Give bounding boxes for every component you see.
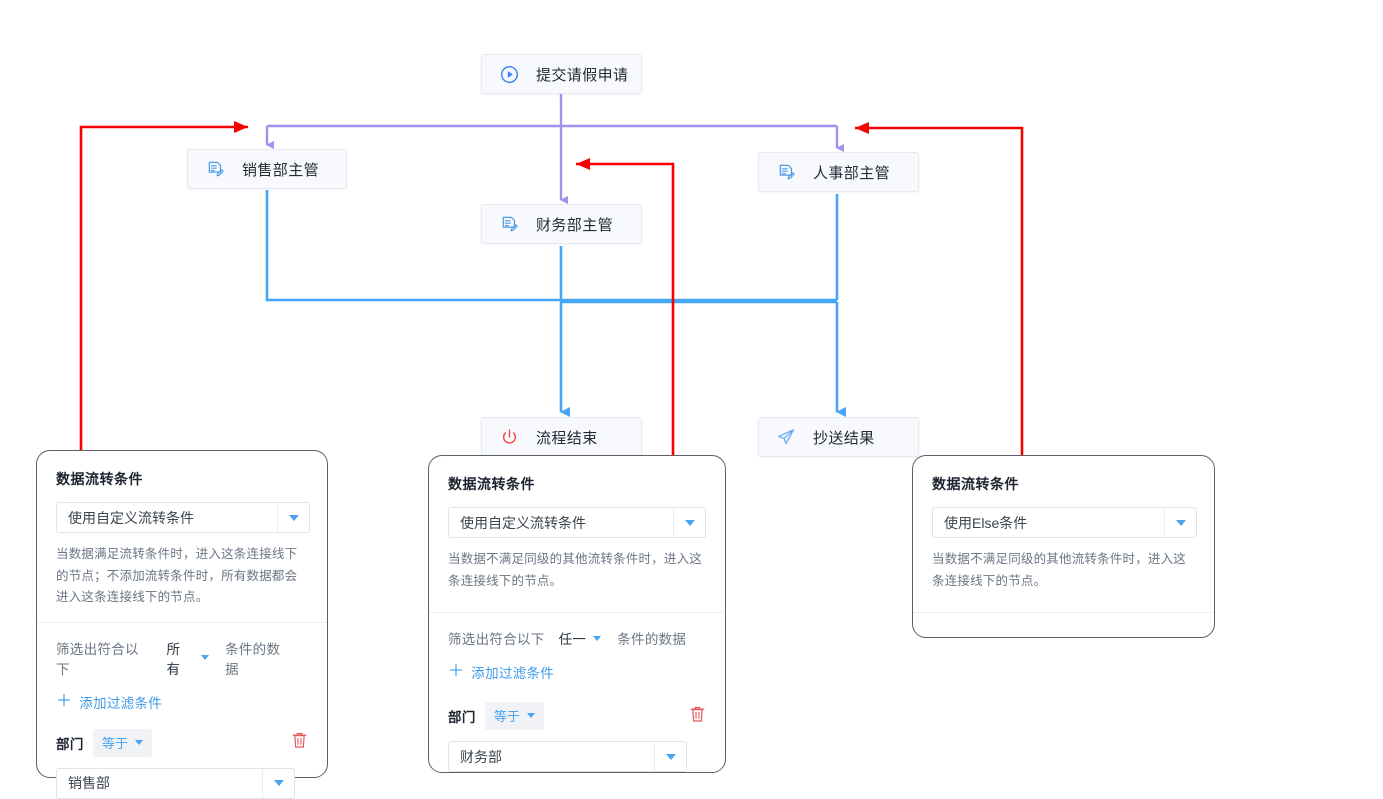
add-filter-condition-button[interactable]: ＋ 添加过滤条件 — [448, 662, 706, 682]
filter-match-row: 筛选出符合以下 所有 条件的数据 — [56, 638, 308, 678]
flow-node-label: 抄送结果 — [813, 429, 875, 447]
criteria-value-wrap: 销售部 — [56, 767, 308, 799]
filter-suffix-label: 条件的数据 — [225, 641, 281, 677]
condition-mode-select[interactable]: 使用自定义流转条件 — [448, 507, 706, 538]
criteria-value-select[interactable]: 销售部 — [56, 767, 295, 799]
flow-node-end[interactable]: 流程结束 — [481, 417, 642, 457]
chevron-down-icon — [201, 655, 210, 660]
plus-icon: ＋ — [448, 663, 465, 680]
divider — [913, 612, 1214, 613]
filter-match-value: 所有 — [166, 641, 181, 677]
chevron-down-icon[interactable] — [654, 742, 686, 771]
flow-node-label: 财务部主管 — [536, 216, 614, 234]
condition-mode-value: 使用自定义流转条件 — [460, 514, 586, 531]
criteria-value-wrap: 财务部 — [448, 741, 706, 772]
condition-title: 数据流转条件 — [932, 476, 1019, 492]
add-filter-condition-button[interactable]: ＋ 添加过滤条件 — [56, 692, 308, 712]
plus-icon: ＋ — [56, 692, 73, 710]
chevron-down-icon[interactable] — [277, 503, 309, 532]
filter-match-select[interactable]: 所有 — [167, 638, 210, 678]
criteria-field-label: 部门 — [56, 736, 84, 752]
chevron-down-icon — [134, 739, 143, 745]
condition-mode-value: 使用Else条件 — [944, 514, 1028, 531]
condition-description: 当数据不满足同级的其他流转条件时，进入这条连接线下的节点。 — [932, 552, 1187, 588]
condition-mode-select[interactable]: 使用自定义流转条件 — [56, 502, 310, 533]
play-circle-icon — [496, 61, 522, 87]
condition-card-finance: 数据流转条件 使用自定义流转条件 当数据不满足同级的其他流转条件时，进入这条连接… — [428, 455, 726, 773]
filter-match-row: 筛选出符合以下 任一 条件的数据 — [448, 628, 706, 648]
flow-node-label: 人事部主管 — [813, 164, 891, 182]
approval-doc-icon — [202, 156, 228, 182]
condition-mode-value: 使用自定义流转条件 — [68, 509, 194, 526]
power-off-icon — [496, 424, 522, 450]
flow-node-finance[interactable]: 财务部主管 — [481, 204, 642, 244]
criteria-row: 部门 等于 — [448, 702, 706, 730]
condition-description: 当数据不满足同级的其他流转条件时，进入这条连接线下的节点。 — [448, 552, 703, 588]
condition-card-hr: 数据流转条件 使用Else条件 当数据不满足同级的其他流转条件时，进入这条连接线… — [912, 455, 1215, 638]
approval-doc-icon — [496, 211, 522, 237]
flow-node-hr[interactable]: 人事部主管 — [758, 152, 919, 192]
flow-node-label: 流程结束 — [536, 429, 598, 447]
divider — [37, 621, 327, 623]
condition-title: 数据流转条件 — [56, 471, 143, 487]
flow-node-label: 销售部主管 — [242, 161, 320, 179]
criteria-operator-select[interactable]: 等于 — [484, 702, 544, 730]
flow-node-sales[interactable]: 销售部主管 — [187, 149, 347, 189]
filter-match-select[interactable]: 任一 — [559, 628, 602, 648]
criteria-value-select[interactable]: 财务部 — [448, 741, 687, 772]
approval-doc-icon — [773, 159, 799, 185]
filter-prefix-label: 筛选出符合以下 — [56, 641, 139, 677]
condition-card-sales: 数据流转条件 使用自定义流转条件 当数据满足流转条件时，进入这条连接线下的节点；… — [36, 450, 328, 799]
criteria-field-label: 部门 — [448, 710, 476, 725]
criteria-operator-value: 等于 — [101, 735, 128, 751]
condition-description: 当数据满足流转条件时，进入这条连接线下的节点；不添加流转条件时，所有数据都会进入… — [56, 547, 298, 604]
chevron-down-icon[interactable] — [1164, 508, 1196, 537]
flow-node-start[interactable]: 提交请假申请 — [481, 54, 642, 94]
filter-suffix-label: 条件的数据 — [617, 632, 687, 647]
flow-node-cc[interactable]: 抄送结果 — [758, 417, 919, 457]
paper-plane-icon — [773, 424, 799, 450]
delete-criteria-button[interactable] — [291, 731, 308, 754]
chevron-down-icon — [593, 635, 602, 641]
criteria-operator-select[interactable]: 等于 — [92, 728, 152, 757]
criteria-value: 销售部 — [68, 775, 110, 791]
divider — [429, 612, 725, 613]
criteria-operator-value: 等于 — [493, 709, 520, 724]
filter-prefix-label: 筛选出符合以下 — [448, 632, 545, 647]
condition-title: 数据流转条件 — [448, 476, 535, 492]
condition-mode-select[interactable]: 使用Else条件 — [932, 507, 1197, 538]
criteria-row: 部门 等于 — [56, 728, 308, 757]
add-filter-label: 添加过滤条件 — [79, 695, 163, 711]
wire-start-split — [265, 93, 844, 204]
flow-node-label: 提交请假申请 — [536, 66, 629, 84]
criteria-value: 财务部 — [460, 748, 502, 765]
delete-criteria-button[interactable] — [689, 705, 706, 728]
chevron-down-icon[interactable] — [262, 768, 294, 798]
chevron-down-icon[interactable] — [673, 508, 705, 537]
chevron-down-icon — [526, 713, 535, 718]
add-filter-label: 添加过滤条件 — [471, 666, 555, 681]
filter-match-value: 任一 — [558, 632, 587, 647]
